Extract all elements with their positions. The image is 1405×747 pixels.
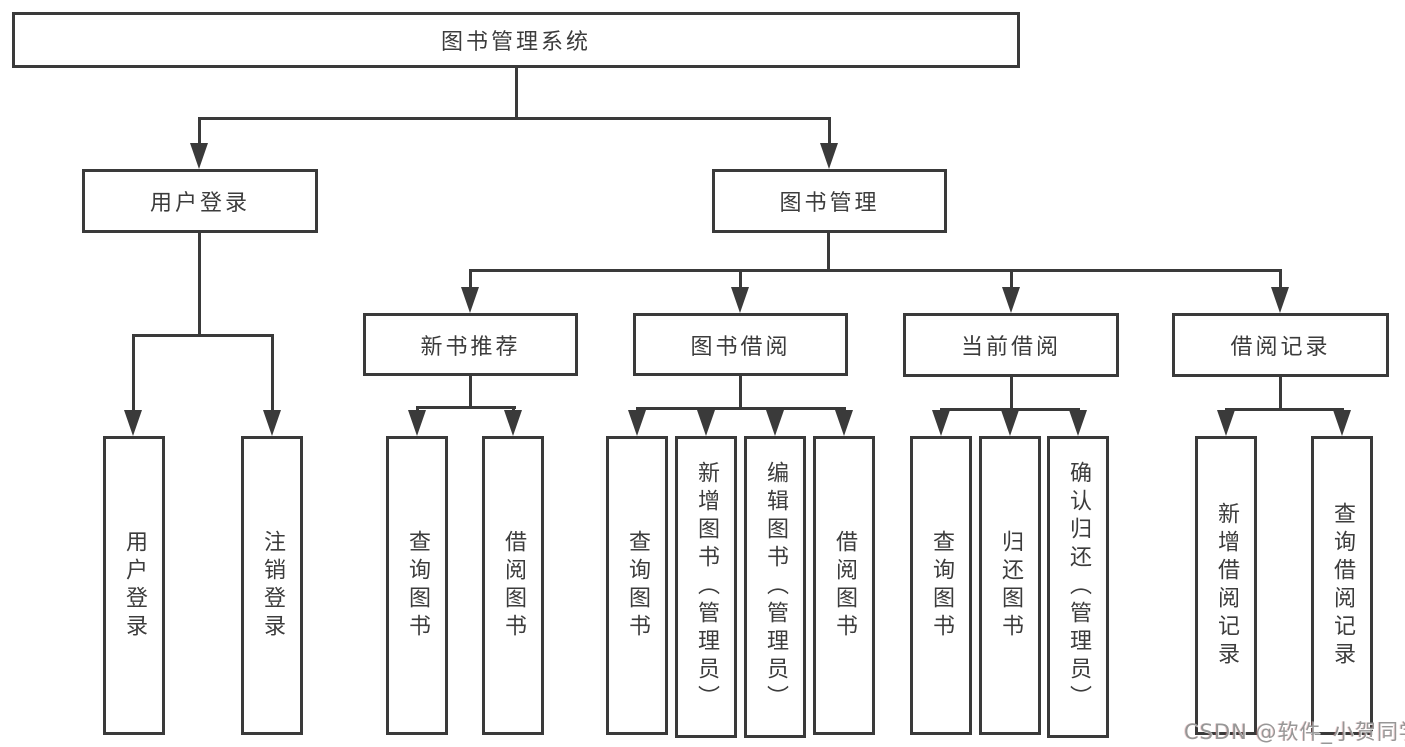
leaf-return-books: 归还图书 bbox=[979, 436, 1041, 735]
arrow-down-icon bbox=[766, 410, 784, 436]
connector-userlogin-drop-2 bbox=[271, 334, 274, 412]
connector-current-stem bbox=[1010, 377, 1013, 411]
connector-records-bar bbox=[1225, 408, 1344, 411]
leaf-query-books-recommend: 查询图书 bbox=[386, 436, 448, 735]
connector-root-bar bbox=[198, 117, 831, 120]
leaf-label: 查询图书 bbox=[625, 529, 650, 642]
arrow-down-icon bbox=[1069, 410, 1087, 436]
arrow-down-icon bbox=[731, 287, 749, 313]
leaf-add-borrow-record: 新增借阅记录 bbox=[1195, 436, 1257, 735]
arrow-down-icon bbox=[1001, 410, 1019, 436]
leaf-label: 借阅图书 bbox=[832, 529, 857, 642]
node-label: 新书推荐 bbox=[420, 334, 521, 360]
connector-userlogin-drop-1 bbox=[132, 334, 135, 412]
connector-recommend-stem bbox=[469, 376, 472, 409]
node-borrow-records: 借阅记录 bbox=[1172, 313, 1389, 377]
node-label: 图书管理系统 bbox=[440, 30, 591, 55]
leaf-label: 编辑图书（管理员） bbox=[763, 461, 788, 713]
connector-bookmgmt-drop-4 bbox=[1279, 269, 1282, 289]
connector-bookmgmt-bar bbox=[469, 269, 1281, 272]
arrow-down-icon bbox=[408, 410, 426, 436]
arrow-down-icon bbox=[1217, 410, 1235, 436]
arrow-down-icon bbox=[628, 410, 646, 436]
connector-bookmgmt-drop-1 bbox=[469, 269, 472, 289]
connector-userlogin-bar bbox=[132, 334, 274, 337]
leaf-label: 用户登录 bbox=[122, 529, 147, 642]
node-new-book-recommend: 新书推荐 bbox=[363, 313, 578, 376]
connector-borrow-bar bbox=[636, 407, 846, 410]
node-library-management-system: 图书管理系统 bbox=[12, 12, 1020, 68]
arrow-down-icon bbox=[932, 410, 950, 436]
leaf-label: 查询借阅记录 bbox=[1330, 501, 1355, 670]
connector-root-drop-right bbox=[828, 117, 831, 147]
leaf-label: 查询图书 bbox=[405, 529, 430, 642]
arrow-down-icon bbox=[1271, 287, 1289, 313]
leaf-query-borrow-record: 查询借阅记录 bbox=[1311, 436, 1373, 735]
arrow-down-icon bbox=[835, 410, 853, 436]
leaf-label: 新增图书（管理员） bbox=[694, 461, 719, 713]
leaf-confirm-return-admin: 确认归还（管理员） bbox=[1047, 436, 1109, 738]
leaf-query-books-borrow: 查询图书 bbox=[606, 436, 668, 735]
leaf-label: 注销登录 bbox=[260, 529, 285, 642]
connector-bookmgmt-stem bbox=[827, 233, 830, 272]
leaf-label: 查询图书 bbox=[929, 529, 954, 642]
connector-borrow-stem bbox=[739, 376, 742, 410]
leaf-edit-book-admin: 编辑图书（管理员） bbox=[744, 436, 806, 738]
leaf-logout: 注销登录 bbox=[241, 436, 303, 735]
arrow-down-icon bbox=[697, 410, 715, 436]
leaf-borrow-books-borrow: 借阅图书 bbox=[813, 436, 875, 735]
connector-records-stem bbox=[1279, 377, 1282, 411]
connector-recommend-bar bbox=[416, 406, 516, 409]
node-user-login: 用户登录 bbox=[82, 169, 318, 233]
leaf-label: 新增借阅记录 bbox=[1214, 501, 1239, 670]
node-label: 用户登录 bbox=[149, 191, 250, 216]
leaf-query-books-current: 查询图书 bbox=[910, 436, 972, 735]
node-book-management: 图书管理 bbox=[712, 169, 947, 233]
node-label: 当前借阅 bbox=[960, 335, 1061, 360]
arrow-down-icon bbox=[504, 410, 522, 436]
arrow-down-icon bbox=[820, 143, 838, 169]
connector-root-stem bbox=[515, 67, 518, 119]
node-label: 图书管理 bbox=[779, 191, 880, 216]
arrow-down-icon bbox=[461, 287, 479, 313]
leaf-borrow-books-recommend: 借阅图书 bbox=[482, 436, 544, 735]
arrow-down-icon bbox=[190, 143, 208, 169]
arrow-down-icon bbox=[263, 410, 281, 436]
connector-bookmgmt-drop-3 bbox=[1010, 269, 1013, 289]
node-book-borrow: 图书借阅 bbox=[633, 313, 848, 376]
connector-userlogin-stem bbox=[198, 233, 201, 336]
connector-bookmgmt-drop-2 bbox=[739, 269, 742, 289]
arrow-down-icon bbox=[124, 410, 142, 436]
arrow-down-icon bbox=[1002, 287, 1020, 313]
node-current-borrow: 当前借阅 bbox=[903, 313, 1119, 377]
node-label: 借阅记录 bbox=[1230, 335, 1331, 360]
watermark: CSDN @软件_小贺同学 bbox=[1184, 720, 1405, 744]
leaf-label: 归还图书 bbox=[998, 529, 1023, 642]
leaf-label: 确认归还（管理员） bbox=[1066, 461, 1091, 713]
node-label: 图书借阅 bbox=[690, 334, 791, 360]
leaf-label: 借阅图书 bbox=[501, 529, 526, 642]
arrow-down-icon bbox=[1333, 410, 1351, 436]
leaf-add-book-admin: 新增图书（管理员） bbox=[675, 436, 737, 738]
leaf-user-login: 用户登录 bbox=[103, 436, 165, 735]
connector-root-drop-left bbox=[198, 117, 201, 147]
